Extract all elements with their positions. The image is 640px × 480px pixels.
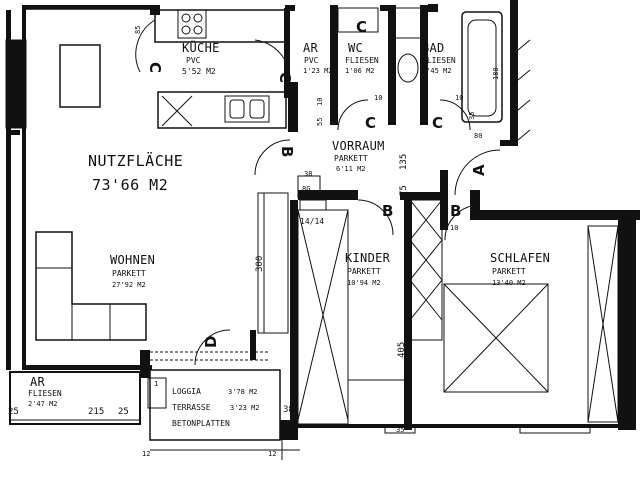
door-mark-b-schlafen: B [450, 202, 461, 220]
wohnen-area: 27'92 M2 [112, 281, 146, 289]
dim-10: 10 [316, 98, 324, 106]
dim-38-loggia: 38 [283, 405, 294, 415]
bad-name: BAD [422, 41, 445, 55]
walls [5, 0, 640, 440]
door-mark-b-kinder: B [382, 202, 393, 220]
wc-floor: FLIESEN [345, 56, 379, 65]
wohnen-name: WOHNEN [110, 253, 155, 267]
ar-bottom-name: AR [30, 375, 46, 389]
door-mark-b-vorraum: B [278, 146, 296, 157]
kinder-floor: PARKETT [347, 267, 381, 276]
loggia-line3: BETONPLATTEN [172, 419, 230, 428]
schlafen-name: SCHLAFEN [490, 251, 550, 265]
wc-area: 1'06 M2 [345, 67, 375, 75]
dim-38-vorraum: 38 [304, 170, 312, 178]
bad-area: 4'45 M2 [422, 67, 452, 75]
total-title: NUTZFLÄCHE [88, 151, 183, 170]
dim-35-bottom: 35 [396, 426, 404, 434]
dim-10-wc: 10 [374, 94, 382, 102]
door-marks: C C C C C B B B A D [146, 18, 488, 348]
dim-12-right: 12 [268, 450, 276, 458]
loggia-line1: LOGGIA [172, 387, 201, 396]
ar-top-floor: PVC [304, 56, 319, 65]
dim-12-left: 12 [142, 450, 150, 458]
kueche-name: KÜCHE [182, 39, 220, 55]
dim-10-schlafen: 10 [450, 224, 458, 232]
ar-top-name: AR [303, 41, 319, 55]
dimensions: 85 55 10 135 75 10 10 35 38 8G 14/14 300… [8, 26, 500, 458]
door-mark-c-kitchen: C [146, 62, 164, 73]
dim-25-left: 25 [8, 407, 19, 417]
dim-405: 405 [397, 342, 407, 358]
ar-top-area: 1'23 M2 [303, 67, 333, 75]
schlafen-area: 13'40 M2 [492, 279, 526, 287]
loggia-area1: 3'78 M2 [228, 388, 258, 396]
dim-25-right: 25 [118, 407, 129, 417]
vorraum-floor: PARKETT [334, 154, 368, 163]
door-mark-c-wc-top: C [356, 18, 367, 36]
vorraum-name: VORRAUM [332, 139, 385, 153]
door-mark-c-bad: C [432, 114, 443, 132]
door-mark-d-loggia: D [202, 336, 220, 348]
dim-10-bad: 10 [455, 94, 463, 102]
loggia-area2: 3'23 M2 [230, 404, 260, 412]
total-area: 73'66 M2 [92, 176, 168, 194]
linework [9, 7, 619, 460]
bad-floor: FLIESEN [422, 56, 456, 65]
dim-55: 55 [316, 118, 324, 126]
kueche-area: 5'52 M2 [182, 67, 216, 76]
door-mark-c-ar: C [276, 72, 294, 83]
dim-35-bad: 35 [468, 112, 476, 120]
dim-80: 80 [474, 132, 482, 140]
dim-1: 1 [154, 380, 158, 388]
dim-135: 135 [399, 154, 409, 170]
dim-215: 215 [88, 407, 104, 417]
door-swings [135, 19, 501, 366]
dim-14-14: 14/14 [300, 217, 324, 226]
vorraum-area: 6'11 M2 [336, 165, 366, 173]
kinder-name: KINDER [345, 251, 391, 265]
ar-bottom-floor: FLIESEN [28, 389, 62, 398]
schlafen-floor: PARKETT [492, 267, 526, 276]
ar-bottom-area: 2'47 M2 [28, 400, 58, 408]
dim-180-tub: 180 [492, 67, 500, 80]
wohnen-floor: PARKETT [112, 269, 146, 278]
dim-300: 300 [255, 256, 265, 272]
kinder-area: 10'94 M2 [347, 279, 381, 287]
wc-name: WC [348, 41, 363, 55]
kueche-floor: PVC [186, 56, 201, 65]
loggia-line2: TERRASSE [172, 403, 211, 412]
dim-8g: 8G [302, 185, 310, 193]
door-mark-a-entry: A [470, 164, 488, 176]
door-mark-c-wc: C [365, 114, 376, 132]
dim-kitchen-85: 85 [134, 26, 142, 34]
dim-75: 75 [399, 185, 409, 196]
